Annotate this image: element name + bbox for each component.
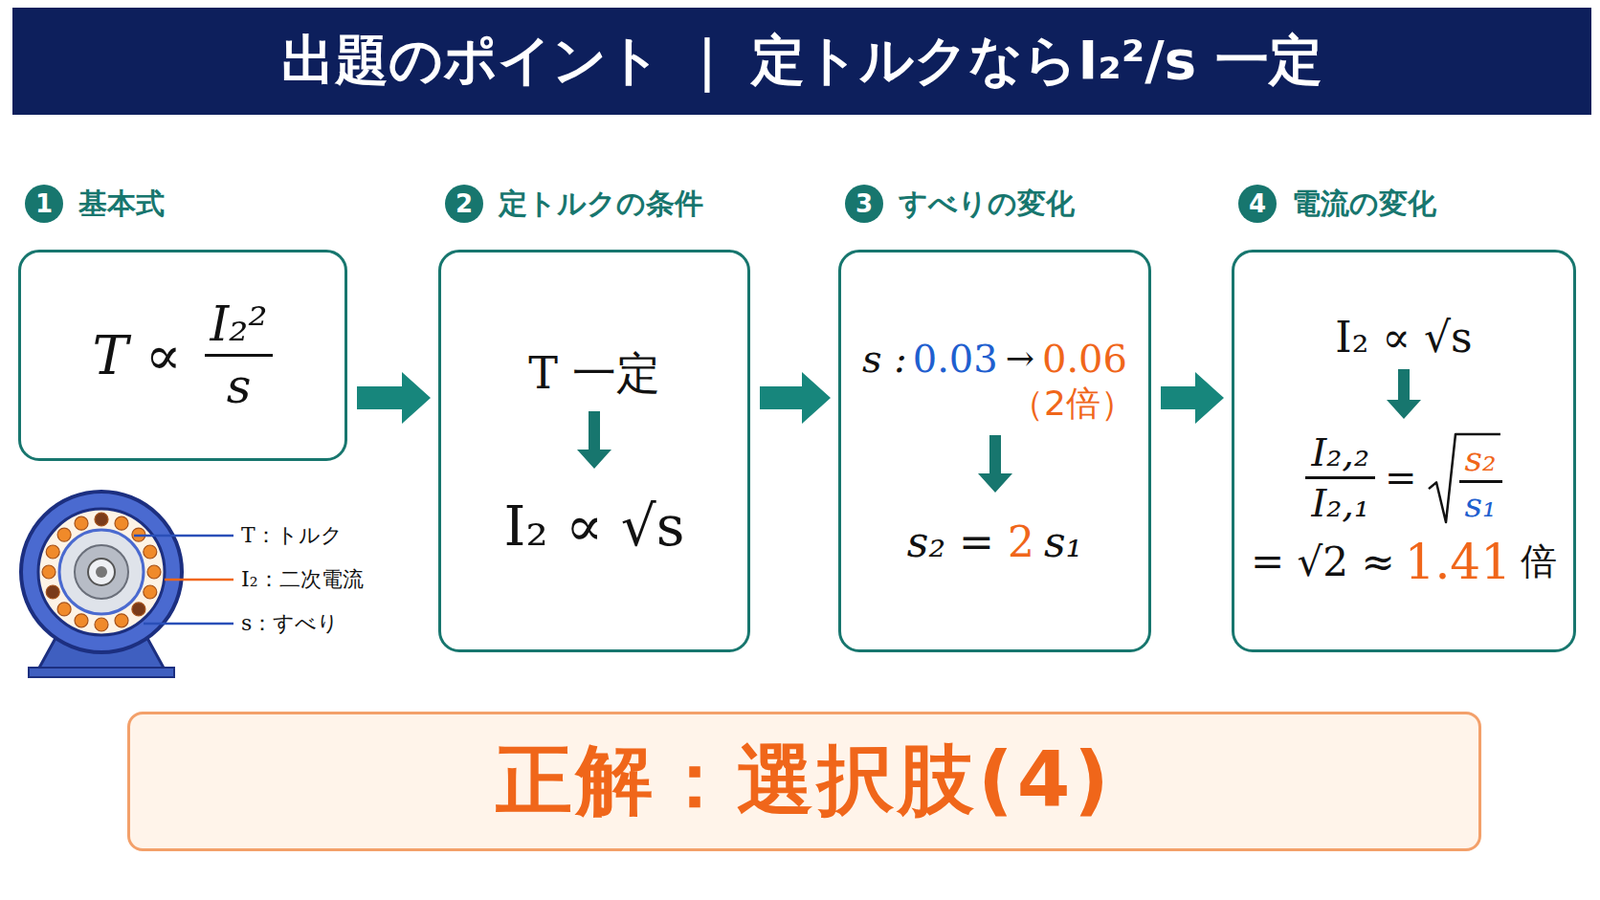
equals: =	[1384, 455, 1418, 500]
condition-text: T 一定	[528, 344, 660, 404]
fraction: I₂²s	[204, 296, 274, 415]
fraction: s₂s₁	[1459, 439, 1503, 525]
step-heading: 3 すべりの変化	[844, 181, 1075, 226]
step-number: 4	[1238, 184, 1277, 223]
motor-part-label: I₂：二次電流	[241, 565, 364, 595]
slip-row: s :0.03→0.06	[862, 336, 1128, 381]
answer-text: 正解：選択肢(4)	[495, 730, 1113, 834]
leader-lines	[133, 535, 234, 624]
step-title: 基本式	[78, 184, 165, 224]
ratio-row: （2倍）	[1009, 380, 1135, 428]
answer-box: 正解：選択肢(4)	[127, 711, 1482, 852]
denominator: s	[226, 356, 252, 415]
step-box: 2定トルクの条件T 一定I₂ ∝ √s	[438, 249, 751, 653]
formula-text: T ∝	[92, 324, 182, 387]
step-heading: 4 電流の変化	[1238, 181, 1437, 226]
step-number: 3	[844, 184, 884, 223]
formula-text: I₂ ∝ √s	[1334, 312, 1472, 362]
down-arrow	[976, 435, 1015, 493]
ratio-note: （2倍）	[1009, 380, 1135, 428]
unit: 倍	[1520, 537, 1557, 587]
step-number: 2	[444, 184, 484, 223]
result-row: s₂ =2s₁	[907, 517, 1083, 567]
flow-arrow	[759, 372, 831, 424]
motor-drawing	[21, 491, 182, 678]
value: 0.03	[912, 336, 999, 381]
formula-text: s₁	[1044, 517, 1083, 567]
ratio-row: I₂,₂I₂,₁=s₂s₁	[1305, 430, 1502, 526]
step-title: すべりの変化	[898, 184, 1075, 224]
formula-row: T ∝ I₂²s	[92, 296, 274, 415]
title-text: 出題のポイント ｜ 定トルクならI₂²/s 一定	[12, 7, 1592, 115]
value: 0.06	[1042, 336, 1128, 381]
step-number: 1	[24, 184, 64, 223]
step-heading: 2 定トルクの条件	[444, 181, 704, 226]
motor-part-label: s：すべり	[241, 609, 339, 639]
numerator: s₂	[1459, 439, 1503, 484]
denominator: s₁	[1465, 483, 1497, 525]
formula-text: I₂ ∝ √s	[503, 493, 685, 559]
radical: s₂s₁	[1426, 431, 1503, 525]
down-arrow	[1384, 369, 1423, 420]
arrow-symbol: →	[1005, 338, 1035, 378]
step-title: 電流の変化	[1291, 184, 1437, 224]
factor: 2	[1007, 517, 1035, 567]
fraction: I₂,₂I₂,₁	[1305, 430, 1376, 526]
formula-text: = √2 ≈	[1250, 538, 1396, 586]
step-box: 1基本式T ∝I₂²s	[18, 249, 348, 462]
formula-text: s₂ =	[907, 517, 995, 567]
numerator: I₂,₂	[1305, 430, 1376, 480]
step-title: 定トルクの条件	[498, 184, 704, 224]
motor-part-label: T：トルク	[241, 521, 343, 551]
step-box: 3すべりの変化s :0.03→0.06（2倍）s₂ =2s₁	[838, 249, 1152, 653]
symbol: s :	[862, 336, 908, 381]
step-heading: 1 基本式	[24, 181, 165, 226]
down-arrow	[575, 411, 614, 469]
value-row: = √2 ≈1.41倍	[1250, 534, 1557, 591]
denominator: I₂,₁	[1311, 479, 1370, 526]
step-box: 4電流の変化I₂ ∝ √sI₂,₂I₂,₁=s₂s₁= √2 ≈1.41倍	[1231, 249, 1577, 653]
numerator: I₂²	[204, 296, 274, 357]
result-value: 1.41	[1404, 534, 1512, 591]
flow-arrow	[356, 372, 431, 424]
flow-arrow	[1160, 372, 1224, 424]
